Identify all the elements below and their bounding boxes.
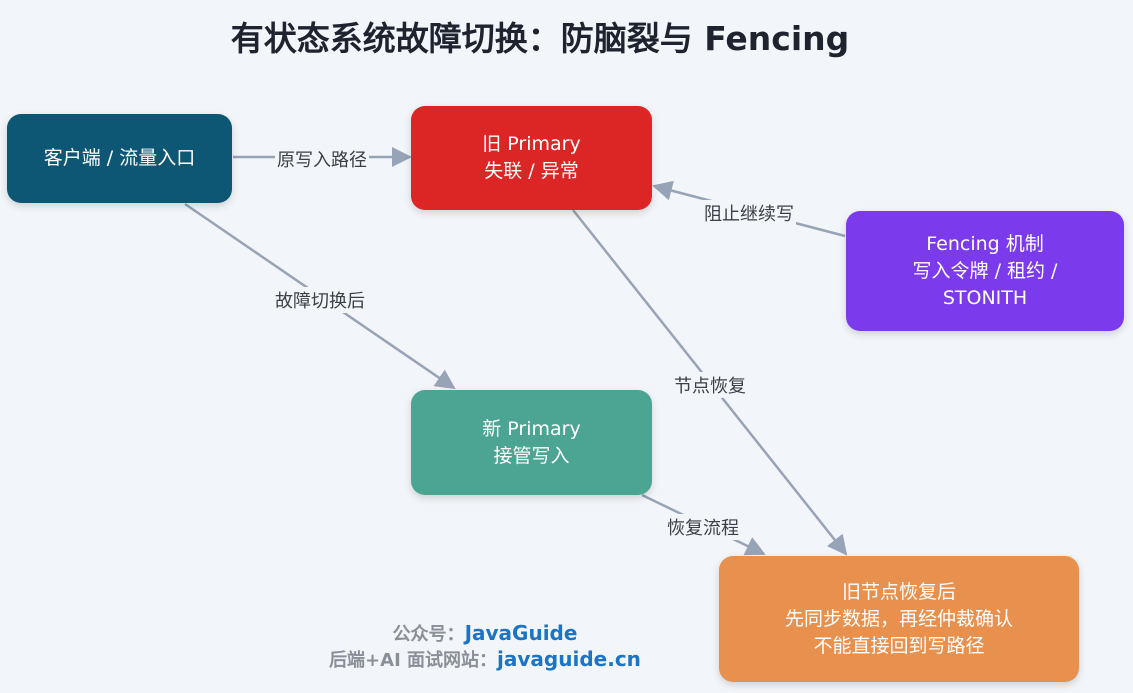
node-new-primary-line-1: 新 Primary [482,417,581,440]
node-recovered: 旧节点恢复后 先同步数据，再经仲裁确认 不能直接回到写路径 [719,556,1079,682]
edge-label-old-to-recovered: 节点恢复 [672,372,748,398]
node-fencing-line-3: STONITH [942,286,1028,309]
node-recovered-line-1: 旧节点恢复后 [841,580,956,603]
footer-line-1-label: 公众号： [392,624,465,645]
node-old-primary-line-2: 失联 / 异常 [484,160,579,182]
node-new-primary-line-2: 接管写入 [493,444,570,467]
footer-line-1: 公众号：JavaGuide [300,620,670,646]
node-old-primary-line-1: 旧 Primary [482,133,581,155]
footer-line-2-label: 后端+AI 面试网站： [329,650,498,671]
edge-label-new-to-recovered: 恢复流程 [665,514,741,540]
edge-label-fencing-to-old: 阻止继续写 [702,200,796,226]
footer-line-1-value: JavaGuide [464,621,578,645]
node-client-line-1: 客户端 / 流量入口 [43,147,196,169]
node-old-primary: 旧 Primary 失联 / 异常 [411,106,652,210]
node-new-primary: 新 Primary 接管写入 [411,390,652,495]
node-fencing-line-2: 写入令牌 / 租约 / [912,259,1058,282]
node-recovered-line-2: 先同步数据，再经仲裁确认 [784,607,1013,630]
edge-label-client-to-old: 原写入路径 [275,146,369,172]
node-fencing-line-1: Fencing 机制 [926,232,1044,255]
edge-label-client-to-new: 故障切换后 [273,287,367,313]
footer-line-2: 后端+AI 面试网站：javaguide.cn [300,646,670,672]
footer-line-2-value: javaguide.cn [497,647,641,671]
node-recovered-line-3: 不能直接回到写路径 [813,634,985,657]
diagram-title: 有状态系统故障切换：防脑裂与 Fencing [230,19,850,58]
node-fencing: Fencing 机制 写入令牌 / 租约 / STONITH [846,211,1124,331]
node-client: 客户端 / 流量入口 [7,114,232,203]
